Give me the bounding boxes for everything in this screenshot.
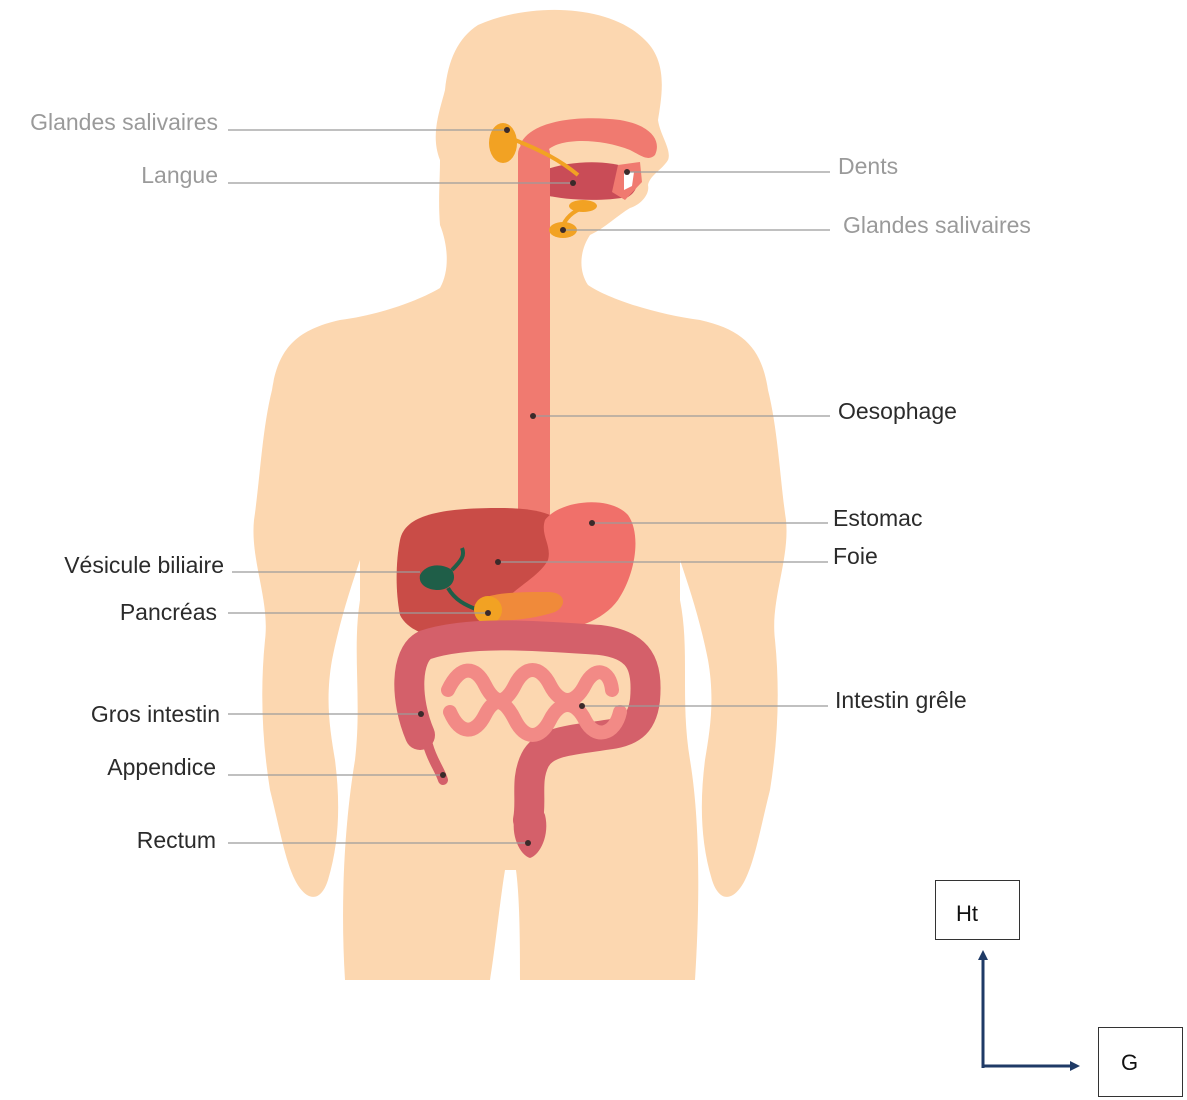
dot-intestin-grele	[579, 703, 585, 709]
label-appendice: Appendice	[107, 754, 216, 780]
orientation-up-box: Ht	[935, 880, 1020, 940]
label-pancreas: Pancréas	[120, 599, 217, 625]
parotid-gland	[489, 123, 517, 163]
label-intestin-grele: Intestin grêle	[835, 687, 967, 713]
dot-estomac	[589, 520, 595, 526]
dot-oesophage	[530, 413, 536, 419]
esophagus-tube	[518, 140, 550, 530]
label-langue: Langue	[141, 162, 218, 188]
label-dents: Dents	[838, 153, 898, 179]
label-rectum: Rectum	[137, 827, 216, 853]
label-vesicule-biliaire: Vésicule biliaire	[64, 552, 224, 578]
label-gros-intestin: Gros intestin	[91, 701, 220, 727]
orientation-right-box: G	[1098, 1027, 1183, 1097]
dot-langue	[570, 180, 576, 186]
dot-gros-intestin	[418, 711, 424, 717]
dot-dents	[624, 169, 630, 175]
label-glandes-salivaires-left: Glandes salivaires	[30, 109, 218, 135]
dot-pancreas	[485, 610, 491, 616]
dot-glandes-right	[560, 227, 566, 233]
up-arrow-head-icon	[978, 950, 988, 960]
label-oesophage: Oesophage	[838, 398, 957, 424]
right-arrow-head-icon	[1070, 1061, 1080, 1071]
dot-glandes-left	[504, 127, 510, 133]
label-glandes-salivaires-right: Glandes salivaires	[843, 212, 1031, 238]
orientation-up-label: Ht	[956, 901, 978, 926]
dot-rectum	[525, 840, 531, 846]
label-foie: Foie	[833, 543, 878, 569]
dot-foie	[495, 559, 501, 565]
orientation-arrows	[978, 950, 1080, 1071]
orientation-right-label: G	[1121, 1050, 1138, 1075]
dot-appendice	[440, 772, 446, 778]
label-estomac: Estomac	[833, 505, 922, 531]
